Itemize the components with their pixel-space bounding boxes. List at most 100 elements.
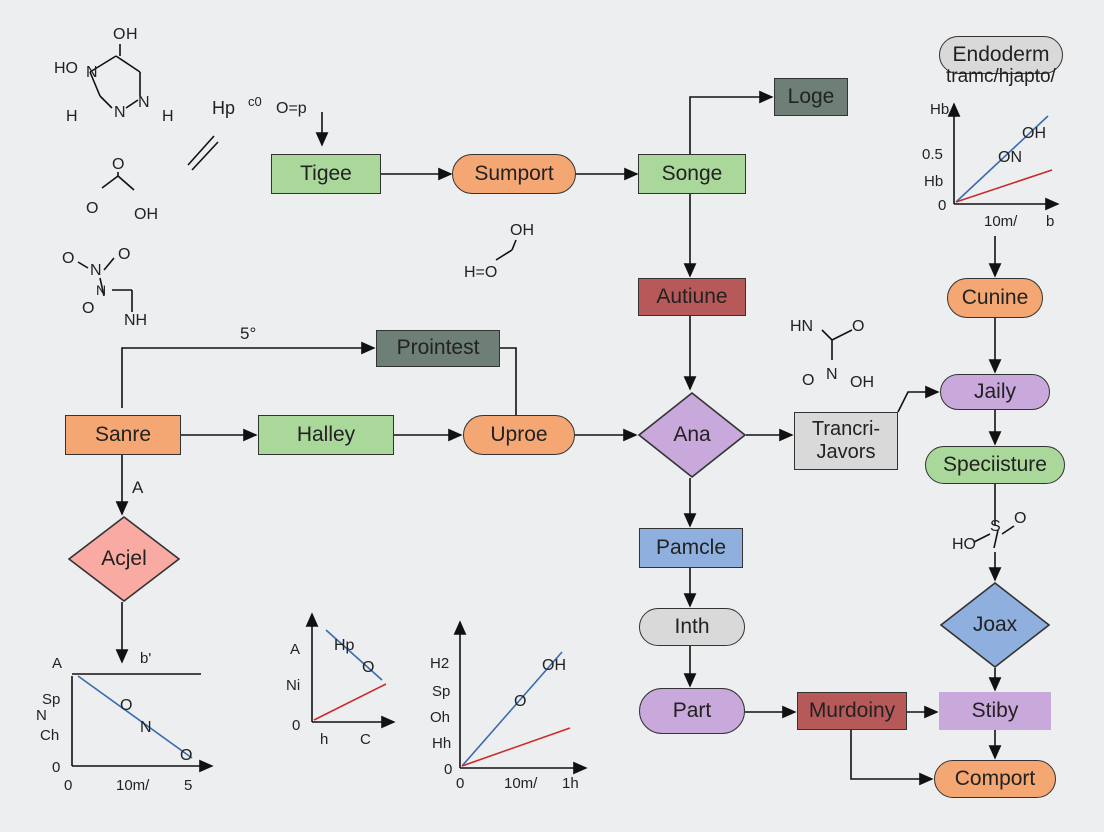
x-tick: h xyxy=(320,731,328,748)
node-cunine: Cunine xyxy=(947,278,1043,318)
y-tick: Ch xyxy=(40,727,59,744)
molecule-1-n1: N xyxy=(86,64,98,81)
molecule-4-op: O=p xyxy=(276,100,307,117)
node-speciisture: Speciisture xyxy=(925,446,1065,484)
annotation: O xyxy=(180,747,192,764)
molecule-5-oh: OH xyxy=(510,222,534,239)
node-endoderm: Endoderm xyxy=(939,36,1063,74)
series-line-blue xyxy=(77,675,193,759)
y-tick: N xyxy=(36,707,47,724)
y-tick: 0.5 xyxy=(922,146,943,163)
node-comport: Comport xyxy=(934,760,1056,798)
molecule-4-hp: Hp xyxy=(212,98,236,118)
x-tick: 10m/ xyxy=(504,775,538,792)
node-prointest: Prointest xyxy=(376,330,500,367)
node-songe: Songe xyxy=(638,154,746,194)
node-sanre: Sanre xyxy=(65,415,181,455)
node-trancri: Trancri- Javors xyxy=(794,412,898,470)
molecule-3-o: O xyxy=(62,250,75,267)
node-ana: Ana xyxy=(638,392,746,478)
node-sumport: Sumport xyxy=(452,154,576,194)
y-tick: 0 xyxy=(292,717,300,734)
arrow-trancri-jaily xyxy=(897,385,940,413)
molecule-5-ho: H=O xyxy=(464,264,498,281)
series-line-red xyxy=(955,169,1053,203)
molecule-3-n2: N xyxy=(96,282,107,298)
annotation: O xyxy=(514,693,526,710)
molecule-3-o3: O xyxy=(82,300,95,317)
molecule-6-o: O xyxy=(852,318,865,335)
series-line-blue xyxy=(461,651,563,767)
molecule-2-o: O xyxy=(112,156,125,173)
chart-bottom-mid: A Ni 0 h C Hp O xyxy=(286,612,396,748)
arrow-prointest-uproe xyxy=(500,347,517,417)
molecule-7-s: S xyxy=(990,518,1001,535)
arrow-murdoiny-comport xyxy=(850,730,934,786)
molecule-2-o2: O xyxy=(86,200,99,217)
molecule-1-h2: H xyxy=(66,108,78,125)
node-pamcle: Pamcle xyxy=(639,528,743,568)
molecule-1-n2: N xyxy=(114,104,126,121)
y-tick: Ni xyxy=(286,677,300,694)
node-part: Part xyxy=(639,688,745,734)
series-line-red xyxy=(313,683,387,721)
y-tick: A xyxy=(52,655,62,672)
node-joax: Joax xyxy=(940,582,1050,668)
annotation: N xyxy=(140,719,152,736)
molecule-3-nh: NH xyxy=(124,312,148,329)
x-tick: 5 xyxy=(184,777,192,794)
molecule-6-oh: OH xyxy=(850,374,874,391)
molecule-6-n: N xyxy=(826,366,838,383)
molecule-2-oh: OH xyxy=(134,206,158,223)
molecule-7-o: O xyxy=(1014,510,1027,527)
annotation: ON xyxy=(998,149,1022,166)
chart-bottom-left: A Sp N Ch 0 0 10m/ 5 O N O xyxy=(36,655,214,794)
x-tick: C xyxy=(360,731,371,748)
annotation: OH xyxy=(542,657,566,674)
node-jaily: Jaily xyxy=(940,374,1050,410)
molecule-6-o2: O xyxy=(802,372,815,389)
y-tick: Sp xyxy=(42,691,60,708)
y-tick: Hh xyxy=(432,735,451,752)
molecule-3-n: N xyxy=(90,262,102,279)
arrow-songe-loge xyxy=(689,90,774,155)
annotation: OH xyxy=(1022,125,1046,142)
label-a: A xyxy=(132,478,144,497)
x-tick: 0 xyxy=(64,777,72,794)
x-tick: 0 xyxy=(456,775,464,792)
chart-endoderm: Hb 0.5 Hb 0 10m/ b OH ON xyxy=(922,101,1060,230)
y-tick: Hb xyxy=(930,101,949,118)
x-tick: 10m/ xyxy=(984,213,1018,230)
annotation: O xyxy=(120,697,132,714)
molecule-4-c0: c0 xyxy=(248,94,262,109)
annotation: O xyxy=(362,659,374,676)
y-tick: 0 xyxy=(52,759,60,776)
node-murdoiny: Murdoiny xyxy=(797,692,907,730)
node-loge: Loge xyxy=(774,78,848,116)
series-line-red xyxy=(461,727,571,767)
node-uproe: Uproe xyxy=(463,415,575,455)
node-halley: Halley xyxy=(258,415,394,455)
node-stiby: Stiby xyxy=(939,692,1051,730)
y-tick: H2 xyxy=(430,655,449,672)
molecule-1-o: O xyxy=(113,26,126,43)
arrow-loop-prointest xyxy=(121,341,376,408)
x-tick: 10m/ xyxy=(116,777,150,794)
y-tick: 0 xyxy=(444,761,452,778)
x-tick: b xyxy=(1046,213,1054,230)
molecule-1-h: H xyxy=(126,26,138,43)
molecule-7-ho: HO xyxy=(952,536,976,553)
y-tick: 0 xyxy=(938,197,946,214)
molecule-6-hn: HN xyxy=(790,318,814,335)
y-tick: Hb xyxy=(924,173,943,190)
molecule-1-h3: H xyxy=(162,108,174,125)
label-b: b' xyxy=(140,650,152,667)
label-five-degree: 5° xyxy=(240,324,257,343)
annotation: Hp xyxy=(334,637,355,654)
node-acjel: Acjel xyxy=(68,516,180,602)
node-inth: Inth xyxy=(639,608,745,646)
y-tick: Sp xyxy=(432,683,450,700)
node-autiune: Autiune xyxy=(638,278,746,316)
molecule-1-ho: HO xyxy=(54,60,78,77)
